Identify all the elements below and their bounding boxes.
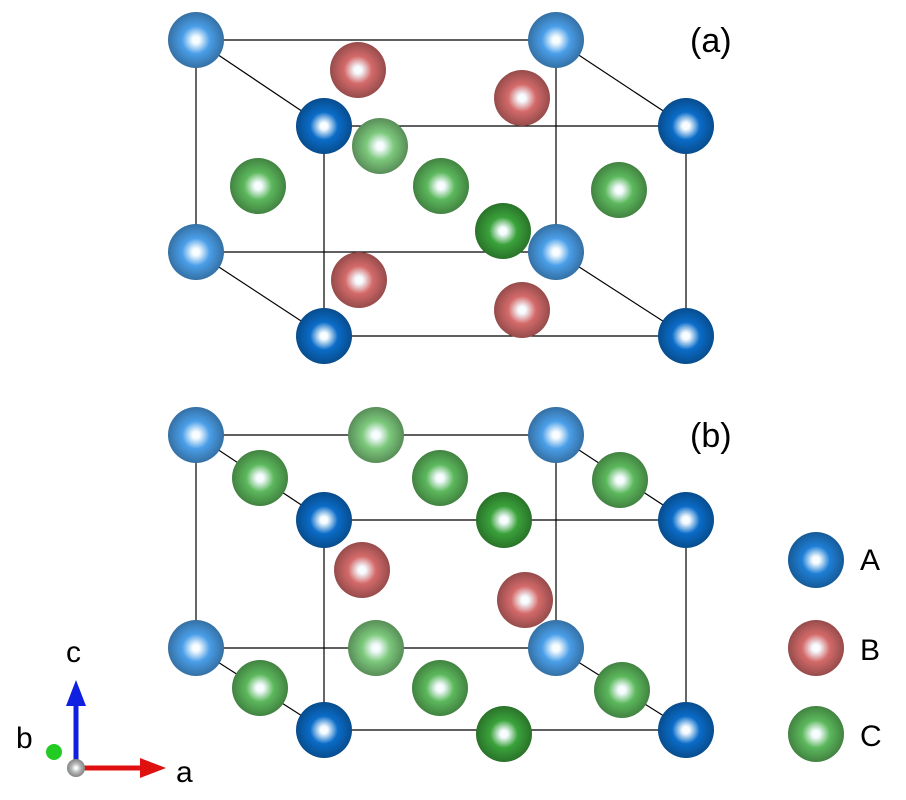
atom-a bbox=[658, 702, 714, 758]
atom-c bbox=[475, 203, 531, 259]
panel-b: (b) bbox=[168, 407, 732, 762]
panel-a-label: (a) bbox=[690, 22, 732, 60]
c-axis-label: c bbox=[66, 636, 81, 669]
legend-swatch-a bbox=[788, 532, 844, 588]
atom-a bbox=[528, 224, 584, 280]
atom-a bbox=[296, 702, 352, 758]
atom-a bbox=[528, 12, 584, 68]
panel-a: (a) bbox=[168, 12, 732, 364]
legend-label-c: C bbox=[860, 720, 882, 753]
atom-c bbox=[412, 450, 468, 506]
atoms-a bbox=[168, 12, 714, 364]
a-axis-label: a bbox=[176, 756, 193, 789]
atom-c bbox=[476, 706, 532, 762]
axes-triad: c b a bbox=[16, 636, 193, 789]
b-axis-label: b bbox=[16, 722, 33, 755]
legend-swatches bbox=[788, 532, 844, 762]
atom-b bbox=[494, 282, 550, 338]
atom-a bbox=[658, 492, 714, 548]
atom-c bbox=[594, 662, 650, 718]
atom-c bbox=[230, 158, 286, 214]
atom-c bbox=[348, 407, 404, 463]
atom-a bbox=[528, 620, 584, 676]
panel-b-label: (b) bbox=[690, 417, 732, 455]
atom-a bbox=[296, 98, 352, 154]
legend-swatch-c bbox=[788, 706, 844, 762]
atom-c bbox=[348, 620, 404, 676]
legend-label-b: B bbox=[860, 634, 880, 667]
atom-b bbox=[334, 542, 390, 598]
atom-c bbox=[592, 452, 648, 508]
atom-a bbox=[658, 98, 714, 154]
atom-b bbox=[497, 572, 553, 628]
atoms-b bbox=[168, 407, 714, 762]
legend-label-a: A bbox=[860, 544, 880, 577]
atom-a bbox=[658, 308, 714, 364]
b-axis-ball bbox=[46, 744, 62, 760]
atom-a bbox=[168, 224, 224, 280]
atom-a bbox=[528, 407, 584, 463]
atom-c bbox=[413, 158, 469, 214]
atom-a bbox=[296, 308, 352, 364]
atom-c bbox=[412, 660, 468, 716]
legend-swatch-b bbox=[788, 620, 844, 676]
axes-origin-ball bbox=[67, 759, 85, 777]
atom-c bbox=[232, 660, 288, 716]
atom-c bbox=[352, 118, 408, 174]
atom-a bbox=[168, 12, 224, 68]
legend: A B C bbox=[788, 532, 882, 762]
atom-c bbox=[591, 162, 647, 218]
atom-b bbox=[494, 70, 550, 126]
atom-a bbox=[168, 620, 224, 676]
a-axis-arrowhead bbox=[140, 758, 166, 778]
atom-c bbox=[476, 492, 532, 548]
atom-a bbox=[296, 492, 352, 548]
atom-b bbox=[330, 42, 386, 98]
c-axis-arrowhead bbox=[66, 680, 86, 706]
atom-c bbox=[232, 450, 288, 506]
atom-b bbox=[331, 252, 387, 308]
atom-a bbox=[168, 407, 224, 463]
